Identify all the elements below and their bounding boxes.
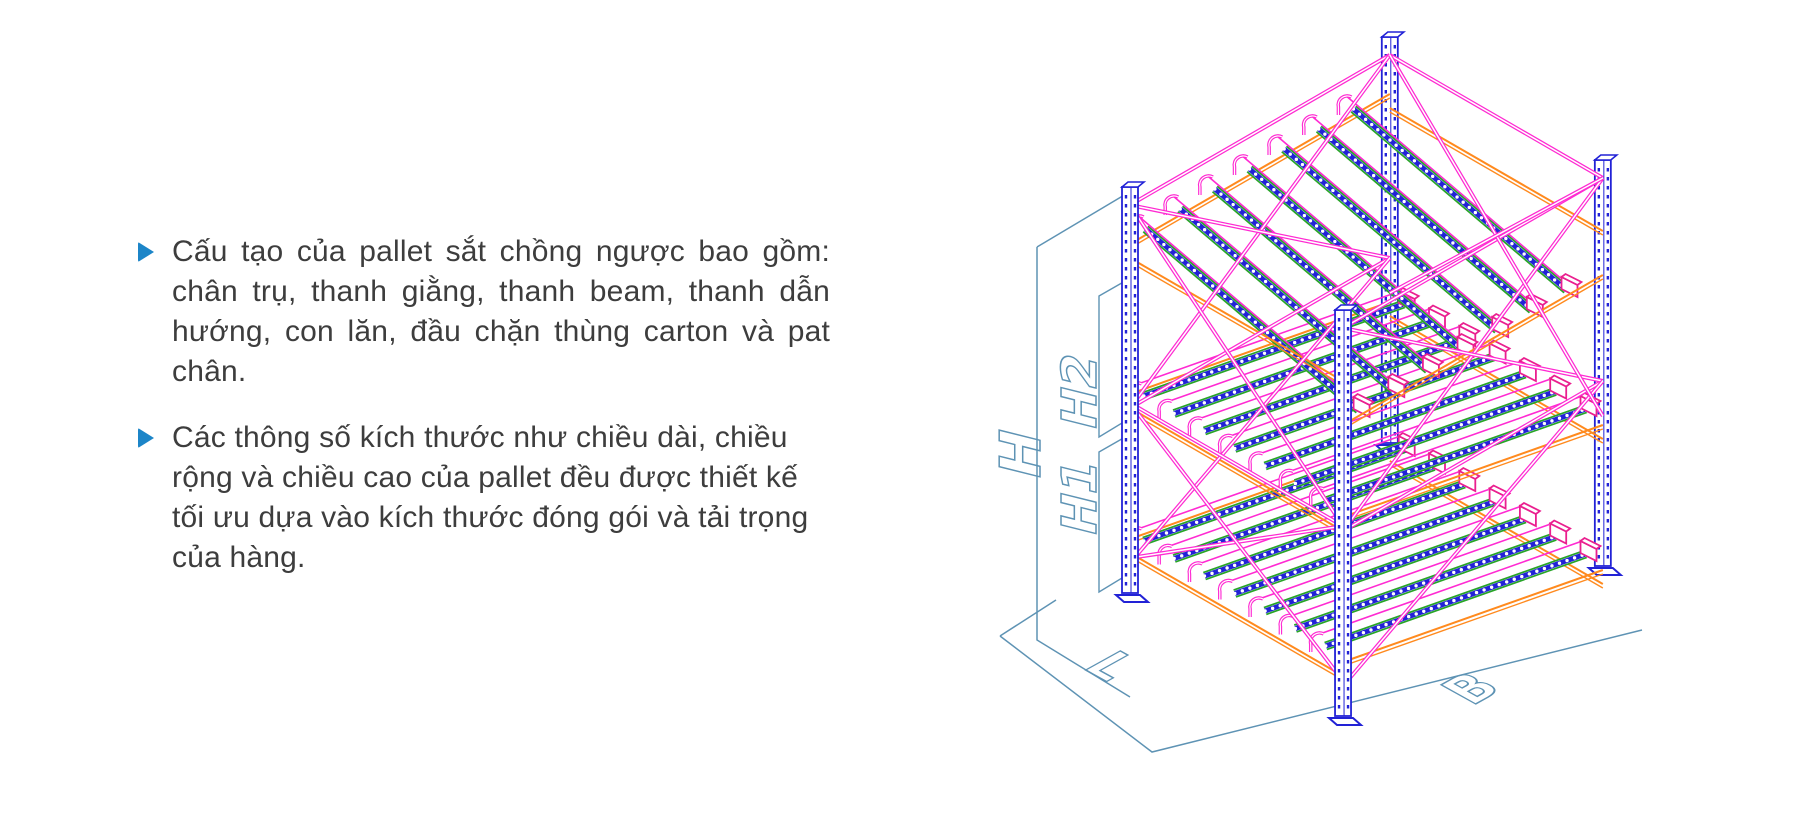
bullet-triangle-icon <box>138 428 154 448</box>
dim-label-h: H <box>989 422 1054 485</box>
bullet-triangle-icon <box>138 242 154 262</box>
bullet-item-structure: Cấu tạo của pallet sắt chồng ngược bao g… <box>138 232 830 392</box>
dim-label-b: B <box>1428 664 1514 712</box>
bullet-text-structure: Cấu tạo của pallet sắt chồng ngược bao g… <box>172 235 830 388</box>
bullet-text-dimensions: Các thông số kích thước như chiều dài, c… <box>172 421 809 574</box>
bullet-item-dimensions: Các thông số kích thước như chiều dài, c… <box>138 418 830 578</box>
description-text-section: Cấu tạo của pallet sắt chồng ngược bao g… <box>138 232 830 604</box>
dim-label-h1: H1 <box>1053 454 1108 541</box>
rack-wireframe <box>999 31 1643 753</box>
dim-label-h2: H2 <box>1053 348 1108 435</box>
dim-label-l: L <box>1071 643 1152 688</box>
